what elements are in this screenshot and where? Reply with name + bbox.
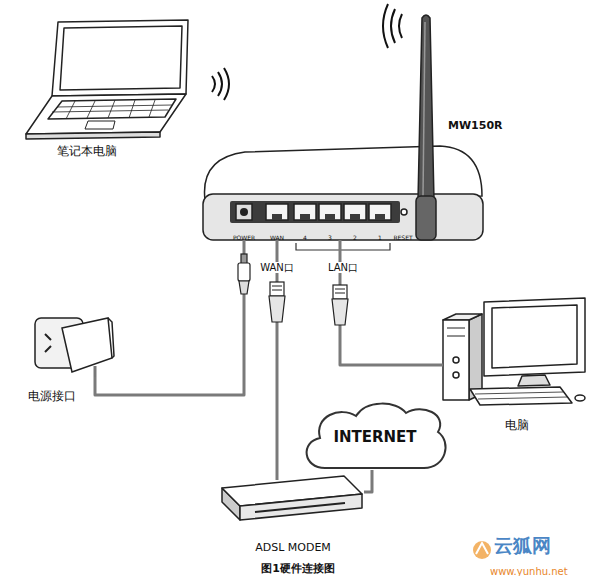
watermark-logo: [473, 541, 491, 559]
port-group-label: WAN口: [258, 262, 296, 273]
internet-cloud: INTERNET: [300, 398, 450, 470]
power-adapter-node: 电源接口: [33, 315, 113, 377]
node-label-holder: 电源接口: [28, 385, 76, 404]
lan-plug: [332, 285, 348, 325]
router-node: MW150R: [203, 146, 483, 240]
antenna: [416, 15, 436, 240]
node-label-holder: 电脑: [505, 414, 529, 433]
wan-plug: [269, 282, 285, 322]
label-holder: WAN: [270, 225, 284, 244]
node-label-holder: 笔记本电脑: [57, 140, 117, 159]
label-holder: www.yunhu.net: [490, 560, 568, 576]
label-holder: 云狐网: [494, 535, 551, 556]
modem-node: ADSL MODEM: [222, 480, 364, 522]
power-plug: [238, 254, 250, 294]
cloud-shape: [307, 404, 446, 468]
modem-illustration: [222, 476, 362, 520]
port-group-label: LAN口: [326, 262, 360, 273]
watermark: 云狐网: [494, 535, 551, 556]
label-holder: WAN口: [258, 256, 296, 275]
device-label: 电源接口: [28, 389, 76, 403]
cloud-text-holder: INTERNET: [300, 398, 450, 470]
device-label: ADSL MODEM: [255, 541, 331, 554]
cable: [364, 470, 372, 492]
port-label: POWER: [233, 235, 255, 242]
device-label: MW150R: [448, 119, 503, 132]
device-label: 电脑: [505, 418, 529, 432]
port-number: 2: [353, 235, 357, 242]
label-holder: 1: [378, 225, 382, 244]
label-holder: 3: [328, 225, 332, 244]
caption-holder: 图1硬件连接图: [261, 557, 335, 576]
laptop-node: 笔记本电脑: [25, 18, 193, 138]
laptop-illustration: [26, 20, 188, 139]
watermark-url: www.yunhu.net: [490, 566, 568, 576]
label-holder: POWER: [233, 225, 255, 244]
node-label-holder: MW150R: [448, 114, 503, 133]
port-number: 1: [378, 235, 382, 242]
node-label-holder: ADSL MODEM: [222, 536, 364, 555]
port-label: RESET: [393, 235, 412, 242]
cable: [340, 240, 443, 365]
port-label: WAN: [270, 235, 284, 242]
caption: 图1硬件连接图: [261, 563, 335, 575]
computer-illustration: [443, 298, 585, 405]
port-number: 3: [328, 235, 332, 242]
label-holder: LAN口: [326, 256, 360, 275]
label-holder: 4: [303, 225, 307, 244]
port-number: 4: [303, 235, 307, 242]
cable: [276, 240, 279, 480]
label-holder: RESET: [393, 225, 412, 244]
router-illustration: [203, 146, 483, 240]
computer-node: 电脑: [443, 298, 588, 406]
device-label: 笔记本电脑: [57, 144, 117, 158]
cloud-label: INTERNET: [333, 428, 416, 446]
cable: [95, 240, 244, 395]
wireless-waves: [212, 4, 402, 100]
power-adapter-illustration: [35, 318, 114, 377]
label-holder: 2: [353, 225, 357, 244]
lan-bracket: [296, 243, 390, 250]
